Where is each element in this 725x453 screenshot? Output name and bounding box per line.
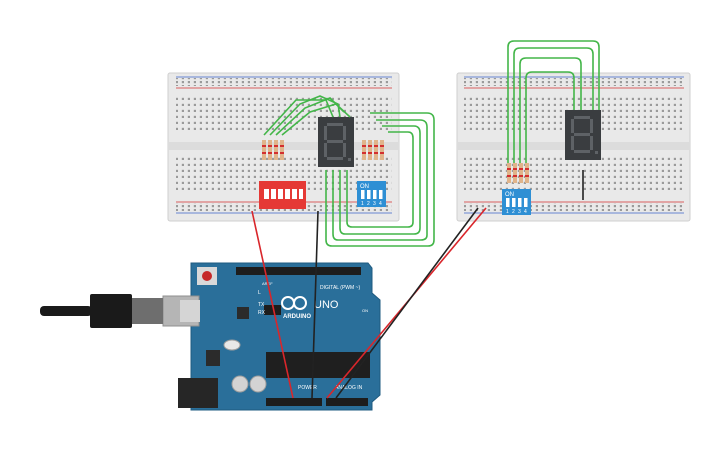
segments bbox=[571, 116, 598, 154]
resistor-bank-left[interactable] bbox=[262, 140, 284, 160]
arduino-brand: ARDUINO bbox=[283, 314, 311, 320]
usb-cable bbox=[40, 294, 163, 328]
analog-header[interactable] bbox=[326, 398, 368, 406]
usb-chip bbox=[237, 307, 249, 319]
dip-number: 1 bbox=[506, 209, 509, 215]
dip-number: 4 bbox=[379, 201, 382, 207]
capacitor bbox=[231, 375, 249, 393]
usb-port bbox=[180, 300, 200, 322]
dip-number: 3 bbox=[518, 209, 521, 215]
dip-switch-blue-left[interactable]: ON 1 2 3 4 bbox=[357, 181, 386, 207]
dip-number: 4 bbox=[524, 209, 527, 215]
power-label: POWER bbox=[298, 385, 317, 391]
power-header[interactable] bbox=[266, 398, 322, 406]
arduino-logo-icon bbox=[281, 296, 307, 310]
capacitor bbox=[249, 375, 267, 393]
analog-in-label: ANALOG IN bbox=[335, 385, 363, 391]
power-jack bbox=[178, 378, 218, 408]
arduino-model: UNO bbox=[314, 299, 339, 311]
power-rail-top bbox=[176, 78, 392, 86]
led-l-label: L bbox=[258, 290, 261, 296]
reset-button-cap[interactable] bbox=[202, 271, 212, 281]
segments bbox=[324, 123, 351, 161]
crystal bbox=[223, 339, 241, 351]
green-wires-left[interactable] bbox=[263, 95, 435, 247]
resistor-bank-right[interactable] bbox=[362, 140, 384, 160]
dip-switch-blue-right[interactable]: ON 1 2 3 4 bbox=[502, 189, 531, 215]
seven-segment-display-right[interactable] bbox=[565, 110, 601, 160]
dip-number: 2 bbox=[367, 201, 370, 207]
digital-pwm-label: DIGITAL (PWM ~) bbox=[320, 285, 360, 291]
digital-header[interactable] bbox=[236, 267, 361, 275]
dip-on-label: ON bbox=[360, 184, 369, 190]
green-wires-right[interactable] bbox=[507, 40, 600, 163]
power-wires[interactable] bbox=[251, 207, 487, 399]
dip-number: 1 bbox=[361, 201, 364, 207]
arduino-uno-board[interactable]: DIGITAL (PWM ~) TX RX L AREF ARDUINO UNO… bbox=[162, 262, 381, 411]
dip-switch-red[interactable] bbox=[259, 181, 306, 209]
dip-on-label: ON bbox=[505, 192, 514, 198]
on-led-label: ON bbox=[362, 308, 368, 313]
terminal-strip-bottom bbox=[464, 157, 684, 193]
seven-segment-display-left[interactable] bbox=[318, 117, 354, 167]
icsp-header bbox=[264, 305, 281, 315]
tx-label: TX bbox=[258, 302, 265, 308]
power-rail-bottom bbox=[464, 203, 684, 211]
rx-label: RX bbox=[258, 310, 266, 316]
dip-number: 2 bbox=[512, 209, 515, 215]
dip-number: 3 bbox=[373, 201, 376, 207]
regulator bbox=[206, 350, 220, 366]
resistor-bank-board2[interactable] bbox=[507, 163, 529, 183]
